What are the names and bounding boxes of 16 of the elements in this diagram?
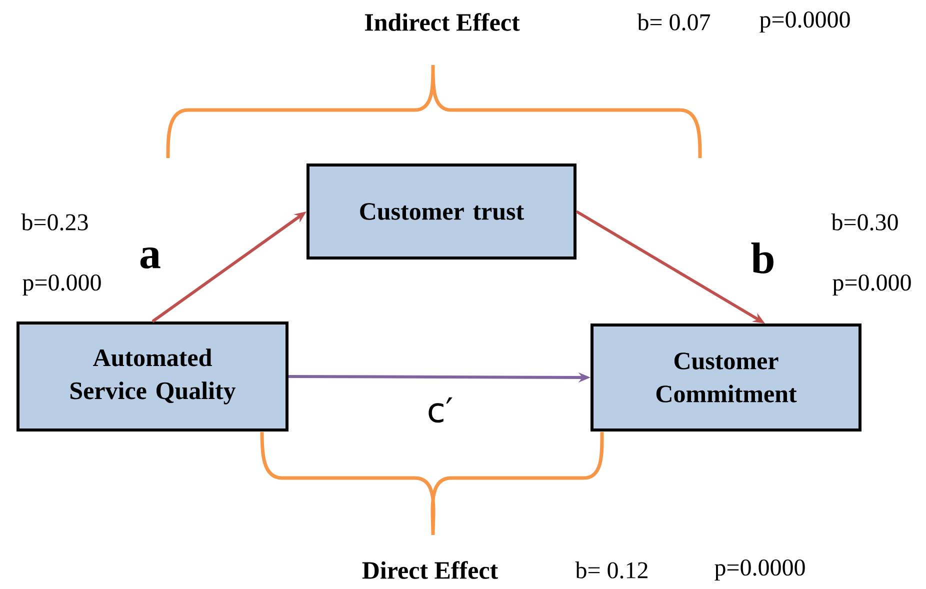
- process-box: Customer trust: [306, 164, 576, 260]
- effect-heading: Indirect Effect: [364, 13, 520, 31]
- statistic-label: b= 0.12: [575, 562, 648, 578]
- statistic-label: p=0.0000: [760, 11, 850, 33]
- edge-label: c′: [428, 397, 452, 423]
- edge-label: b: [751, 242, 774, 274]
- process-box: Automated Service Quality: [16, 322, 288, 432]
- effect-heading: Direct Effect: [362, 561, 498, 579]
- statistic-label: p=0.000: [832, 274, 911, 296]
- statistic-label: p=0.000: [22, 274, 101, 296]
- statistic-label: p=0.0000: [714, 559, 805, 581]
- process-box: Customer Commitment: [590, 324, 862, 432]
- statistic-label: b= 0.07: [637, 14, 710, 30]
- statistic-label: b=0.30: [831, 214, 898, 230]
- statistic-label: b=0.23: [21, 214, 88, 230]
- edge-label: a: [140, 247, 160, 269]
